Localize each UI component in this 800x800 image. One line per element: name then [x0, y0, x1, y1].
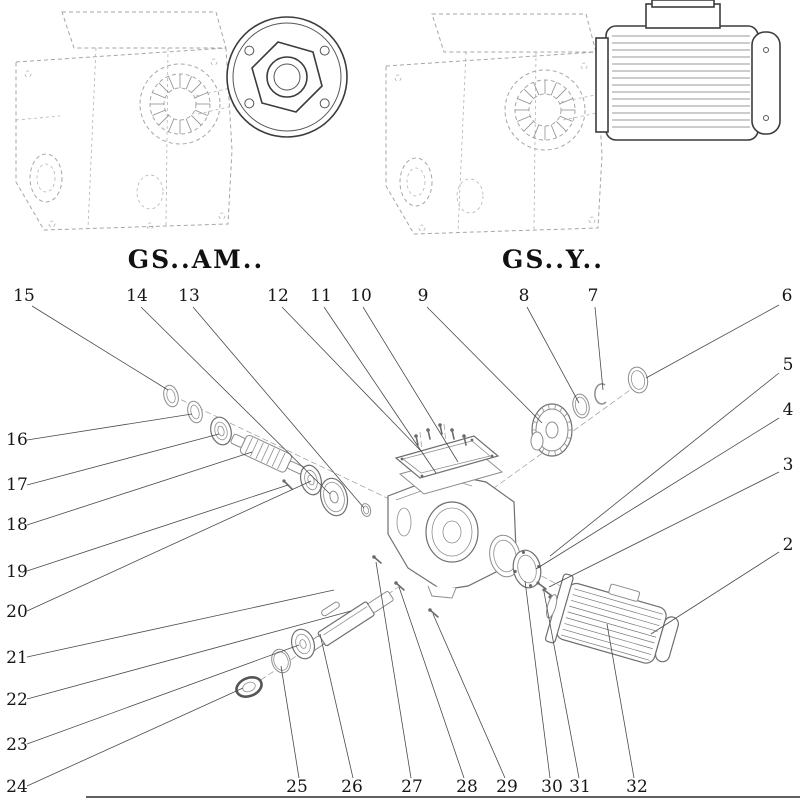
- callout-number-2: 2: [783, 535, 794, 555]
- leader-line-16: [26, 413, 193, 441]
- view-label-y: GS..Y..: [502, 245, 604, 274]
- callout-number-31: 31: [569, 777, 591, 797]
- leader-line-27: [375, 561, 412, 779]
- leader-line-4: [535, 417, 780, 570]
- part-output-shaft-22: [305, 591, 394, 653]
- view-label-am: GS..AM..: [128, 245, 264, 274]
- part-worm-gear-14: [319, 477, 349, 517]
- callout-number-9: 9: [418, 286, 429, 306]
- callout-number-27: 27: [401, 777, 423, 797]
- leader-line-12: [281, 306, 421, 451]
- part-ring-16: [187, 400, 203, 424]
- part-motor-2: [544, 573, 680, 664]
- callout-number-23: 23: [6, 735, 28, 755]
- leader-line-31: [543, 591, 580, 779]
- leader-line-9: [426, 306, 543, 424]
- leader-line-2: [650, 551, 780, 635]
- part-circlip-25: [271, 648, 291, 674]
- leader-line-15: [31, 305, 169, 391]
- part-helical-gear-9: [530, 403, 573, 457]
- callout-number-4: 4: [783, 400, 794, 420]
- leader-line-5: [549, 372, 780, 557]
- callout-number-6: 6: [782, 286, 793, 306]
- part-pin-19: [282, 479, 293, 490]
- leader-line-25: [280, 665, 300, 779]
- callout-number-15: 15: [13, 286, 35, 306]
- leader-line-11: [323, 306, 437, 474]
- part-screw-28: [394, 581, 405, 591]
- leader-line-29: [432, 613, 506, 779]
- callout-number-25: 25: [286, 777, 308, 797]
- callout-number-21: 21: [6, 648, 28, 668]
- callout-number-20: 20: [6, 602, 28, 622]
- callout-number-7: 7: [588, 286, 599, 306]
- part-plug-29: [428, 608, 439, 618]
- part-bearing-20: [299, 464, 323, 496]
- part-oil-seal-24: [235, 676, 263, 698]
- leader-line-6: [645, 304, 780, 379]
- leader-line-28: [398, 586, 465, 779]
- leader-line-18: [26, 451, 253, 526]
- gearbox-view-y: [385, 13, 613, 235]
- leader-line-20: [26, 480, 312, 612]
- callout-number-14: 14: [126, 286, 148, 306]
- gearbox-view-am: [15, 11, 251, 231]
- leader-line-24: [26, 687, 244, 787]
- shaft-hub-hatch: [150, 74, 210, 134]
- callout-number-19: 19: [6, 562, 28, 582]
- callout-number-32: 32: [626, 777, 648, 797]
- callout-number-29: 29: [496, 777, 518, 797]
- part-spacer-ring-8: [572, 393, 590, 419]
- part-bearing-ring-6: [627, 366, 649, 394]
- part-bearing-17: [210, 416, 232, 446]
- leader-line-23: [26, 644, 300, 745]
- motor-cooling-fins: [612, 35, 750, 128]
- callout-number-28: 28: [456, 777, 478, 797]
- part-key-21: [321, 601, 340, 617]
- callout-number-22: 22: [6, 690, 28, 710]
- leader-line-19: [26, 484, 289, 572]
- part-screw-27: [372, 555, 382, 564]
- callout-number-26: 26: [341, 777, 363, 797]
- callout-number-17: 17: [6, 475, 28, 495]
- leader-line-14: [140, 306, 331, 495]
- callout-number-8: 8: [519, 286, 530, 306]
- callout-number-12: 12: [267, 286, 289, 306]
- callout-number-10: 10: [350, 286, 372, 306]
- part-small-ring-13: [360, 503, 372, 517]
- callout-number-13: 13: [178, 286, 200, 306]
- leader-line-7: [594, 306, 604, 391]
- leader-line-10: [362, 306, 459, 463]
- callout-number-11: 11: [310, 286, 332, 306]
- leader-line-13: [192, 306, 365, 509]
- leader-line-26: [319, 633, 354, 779]
- leader-line-3: [548, 471, 780, 588]
- motor-y: [595, 0, 781, 141]
- callout-number-5: 5: [783, 355, 794, 375]
- leader-line-21: [26, 589, 335, 658]
- leader-line-30: [524, 580, 551, 779]
- part-cover-screws-12: [414, 423, 467, 446]
- callout-number-3: 3: [783, 455, 794, 475]
- part-adapter-flange-4: [512, 549, 542, 589]
- output-flange-am: [226, 16, 348, 138]
- part-gear-housing: [387, 473, 517, 599]
- callout-number-16: 16: [6, 430, 28, 450]
- callout-number-24: 24: [6, 777, 28, 797]
- shaft-hub-hatch: [515, 80, 575, 140]
- part-retaining-ring-7: [594, 383, 607, 405]
- callout-number-18: 18: [6, 515, 28, 535]
- callout-number-30: 30: [541, 777, 563, 797]
- exploded-assembly: [163, 366, 680, 698]
- part-bearing-23: [290, 628, 316, 660]
- leader-line-22: [26, 610, 352, 700]
- leader-line-8: [526, 306, 580, 404]
- part-seal-ring-15: [163, 384, 179, 408]
- leader-line-32: [606, 623, 635, 779]
- leader-line-17: [26, 433, 220, 486]
